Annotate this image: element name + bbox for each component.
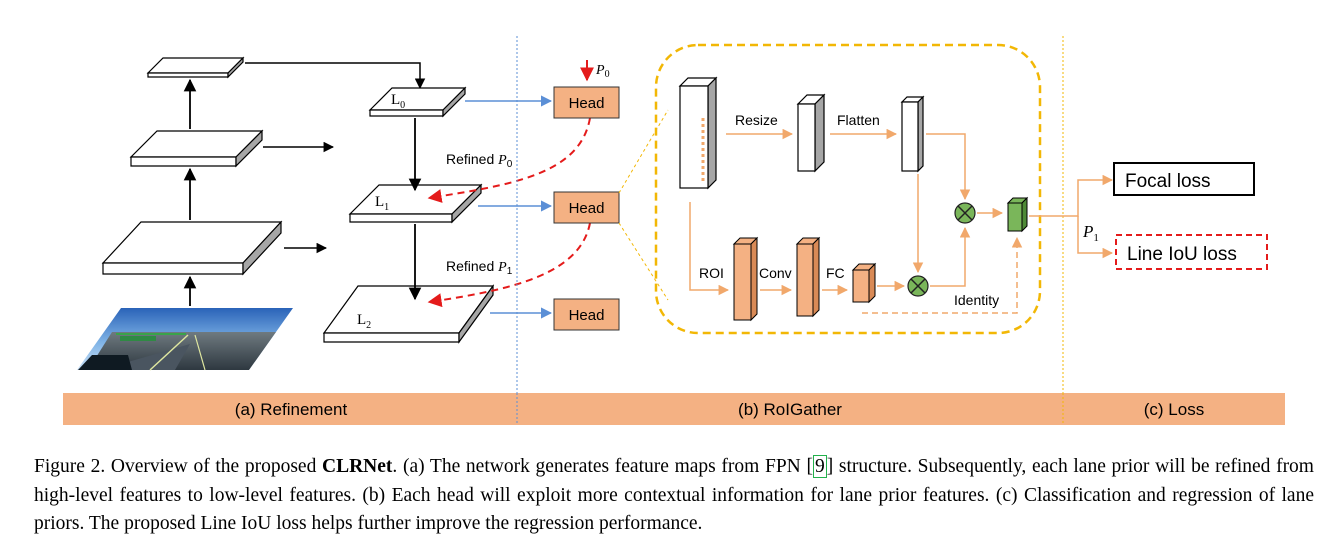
clrnet-diagram: L0 L1 L2 Refined P0 Refined P1 P0 Head: [63, 36, 1285, 425]
zoom-line-bottom: [618, 222, 669, 301]
backbone-plate-top: [146, 56, 245, 79]
refined-p0-curve: [427, 117, 591, 203]
backbone-plate-middle: [129, 129, 264, 168]
flow-to-focal-loss: [1029, 174, 1114, 217]
head-2: Head: [553, 191, 620, 224]
caption-part-1: . (a) The network generates feature maps…: [392, 456, 807, 477]
flow-identity: [862, 236, 1023, 314]
focal-loss-label: Focal loss: [1125, 171, 1211, 192]
head-3: Head: [553, 298, 620, 331]
flatten-label: Flatten: [837, 112, 880, 128]
fpn-backbone: [77, 56, 426, 371]
flow-flatten-to-mul: [926, 133, 971, 201]
plate-l1: L1: [348, 183, 483, 224]
roigather-box: [654, 43, 1042, 335]
loss-section: P1 Focal loss Line IoU loss: [1029, 162, 1268, 270]
head-3-label: Head: [569, 307, 605, 324]
fc-block: [851, 262, 877, 304]
plate-l0: L0: [368, 86, 467, 118]
caption-prefix: Figure 2. Overview of the proposed: [34, 456, 323, 477]
feature-block-resized: [796, 93, 826, 173]
caption-part-2: ] structure. Subsequently, each lane pri…: [34, 456, 1314, 534]
caption-model-name: CLRNet: [322, 456, 393, 477]
fc-label: FC: [826, 265, 845, 281]
roigather-module: Resize Flatten ROI Conv FC Identity: [678, 76, 1029, 322]
line-iou-loss-box: Line IoU loss: [1115, 234, 1268, 270]
head-1-label: Head: [569, 95, 605, 112]
head-1: Head: [553, 86, 620, 119]
multiply-icon-bottom: [907, 275, 929, 297]
figure-caption: Figure 2. Overview of the proposed CLRNe…: [34, 453, 1314, 539]
refinement-plates: L0 L1 L2: [322, 86, 495, 344]
focal-loss-box: Focal loss: [1113, 162, 1255, 196]
zoom-line-top: [618, 109, 669, 194]
feature-block-input: [678, 76, 718, 190]
roi-block: [732, 236, 759, 322]
plate-l1-label: L1: [375, 194, 389, 213]
refined-p1-label: Refined P1: [446, 258, 513, 277]
flow-mul-to-mul: [930, 226, 971, 287]
backbone-plate-bottom: [101, 220, 283, 276]
section-label-refinement: (a) Refinement: [235, 400, 348, 419]
conv-label: Conv: [759, 265, 792, 281]
conv-block: [795, 236, 821, 318]
resize-label: Resize: [735, 112, 778, 128]
multiply-icon-top: [954, 202, 976, 224]
plate-l0-label: L0: [391, 92, 405, 111]
p1-label: P1: [1082, 222, 1099, 244]
citation-link[interactable]: 9: [812, 455, 827, 478]
caption-cite-open: [: [806, 456, 813, 477]
section-band: [63, 393, 1285, 425]
section-label-roigather: (b) RoIGather: [738, 400, 842, 419]
feature-block-flattened: [900, 95, 925, 173]
refined-p0-label: Refined P0: [446, 151, 513, 170]
plate-l2-label: L2: [357, 312, 371, 331]
head-2-label: Head: [569, 200, 605, 217]
line-iou-loss-label: Line IoU loss: [1127, 244, 1237, 265]
refined-p1-curve: [427, 222, 591, 308]
lateral-top: [245, 62, 426, 90]
output-feature-block: [1006, 196, 1029, 233]
flow-roi: [689, 202, 730, 296]
roi-label: ROI: [699, 265, 724, 281]
identity-label: Identity: [954, 292, 999, 308]
road-image: [77, 308, 293, 371]
prior-p0-label: P0: [595, 63, 610, 80]
plate-l2: L2: [322, 284, 495, 344]
section-label-loss: (c) Loss: [1144, 400, 1204, 419]
flow-to-line-iou-loss: [1077, 216, 1114, 259]
